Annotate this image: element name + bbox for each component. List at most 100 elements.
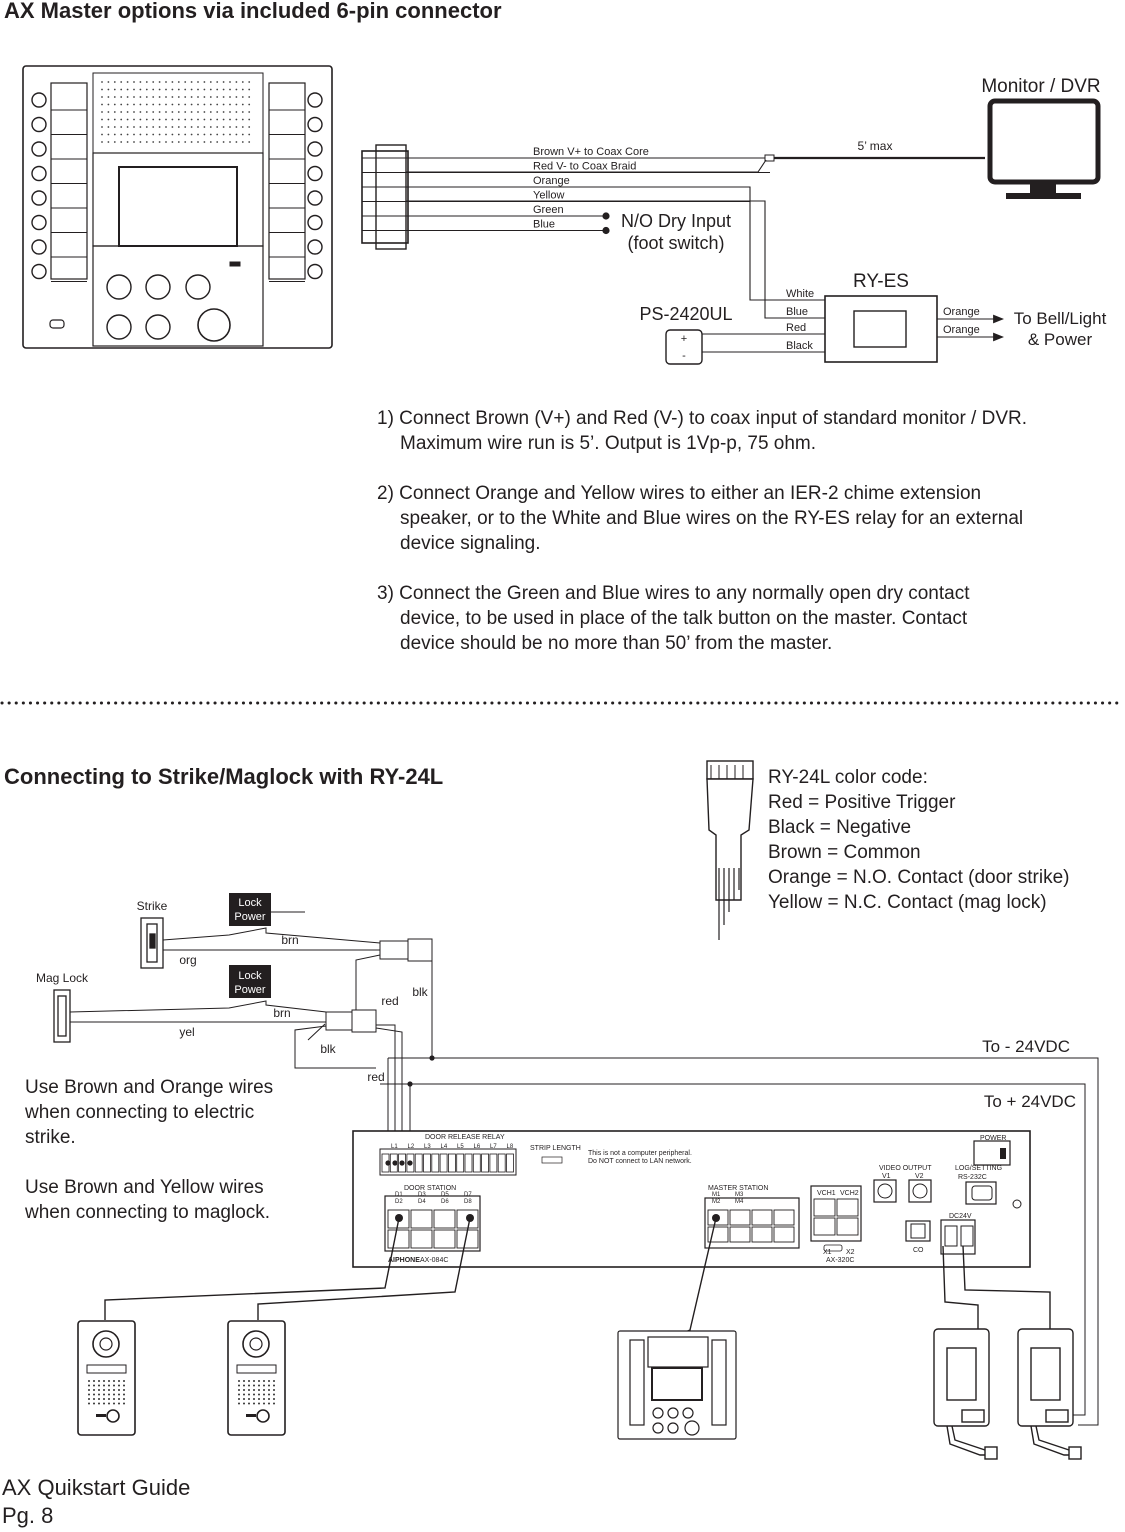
wire-label: Blue <box>533 219 555 231</box>
speaker-grille-dot <box>222 88 225 91</box>
speaker-grille-dot <box>243 1398 245 1400</box>
speaker-grille-dot <box>158 96 161 98</box>
speaker-grille-dot <box>241 118 244 121</box>
relay-terminal-label: L5 <box>457 1144 464 1150</box>
speaker-grille-dot <box>238 1384 240 1387</box>
speaker-grille-dot <box>241 126 244 128</box>
speaker-grille-dot <box>197 96 199 98</box>
speaker-grille-dot <box>101 133 103 136</box>
camera-lens-inner <box>249 1337 263 1351</box>
master-station-label: MASTER STATION <box>708 1185 768 1192</box>
master-station-port <box>773 1209 795 1226</box>
speaker-grille-dot <box>98 1402 100 1405</box>
relay-terminal <box>414 1153 423 1173</box>
speaker-grille-dot <box>145 103 148 106</box>
maglock-device <box>53 989 71 1043</box>
speaker-grille-dot <box>190 141 193 143</box>
speaker-grille-dot <box>184 96 187 98</box>
speaker-grille-dot <box>263 1384 265 1387</box>
speaker-grille-dot <box>263 1380 265 1382</box>
speaker-grille-dot <box>248 1389 250 1391</box>
speaker-grille-dot <box>241 96 244 98</box>
speaker-grille-dot <box>184 126 187 128</box>
co-port <box>910 1223 926 1239</box>
speaker-grille-dot <box>120 141 123 143</box>
speaker-grille-dot <box>88 1380 90 1382</box>
speaker-grille-dot <box>238 1389 240 1391</box>
speaker-grille-dot <box>113 126 116 128</box>
door-station-port <box>410 1209 433 1229</box>
speaker-grille-dot <box>241 81 244 83</box>
relay-terminal-label: L7 <box>490 1144 497 1150</box>
speaker-grille-dot <box>241 141 244 143</box>
speaker-grille-dot <box>113 1402 115 1405</box>
speaker-grille-dot <box>263 1398 265 1400</box>
speaker-grille-dot <box>139 133 142 136</box>
dc24v-terminal <box>960 1225 974 1247</box>
speaker-grille-dot <box>177 126 180 128</box>
call-indicator-icon <box>307 116 323 133</box>
speaker-grille-dot <box>88 1384 90 1387</box>
relay-terminal-label: L2 <box>408 1144 415 1150</box>
lock-power-1: Lock Power <box>229 893 271 926</box>
relay-input-label: Red <box>786 322 806 334</box>
speaker-grille-dot <box>133 118 135 121</box>
strip-length-guide <box>541 1156 563 1164</box>
speaker-grille-dot <box>145 111 148 113</box>
ry-24l-wire-tails <box>710 765 744 940</box>
speaker-grille-dot <box>113 1398 115 1400</box>
speaker-grille-dot <box>253 1380 255 1382</box>
speaker-grille-dot <box>123 1384 125 1387</box>
speaker-grille-dot <box>235 141 238 143</box>
wire-line <box>406 200 825 319</box>
instruction-3-line1: 3) Connect the Green and Blue wires to a… <box>377 583 970 604</box>
speaker-grille-dot <box>184 103 187 106</box>
speaker-grille-dot <box>184 81 187 83</box>
speaker-grille-dot <box>145 88 148 91</box>
speaker-grille-dot <box>101 103 103 106</box>
master-station-port <box>773 1226 795 1243</box>
wire-brn-2: brn <box>273 1006 290 1020</box>
speaker-grille-dot <box>273 1384 275 1387</box>
relay-output-label: Orange <box>943 324 980 336</box>
color-code-legend: RY-24L color code: Red = Positive Trigge… <box>768 765 1069 915</box>
speaker-grille-dot <box>190 96 193 98</box>
wire-line <box>406 159 767 173</box>
speaker-grille-dot <box>273 1389 275 1391</box>
wire-blk-2: blk <box>320 1042 336 1056</box>
speaker-grille-dot <box>268 1380 270 1382</box>
psu-plus: + <box>681 333 687 345</box>
power-label: POWER <box>980 1135 1006 1142</box>
speaker-grille-dot <box>158 126 161 128</box>
call-indicator-icon <box>31 263 47 280</box>
speaker-grille-dot <box>145 118 148 121</box>
call-indicator-icon <box>31 92 47 108</box>
speaker-grille-dot <box>248 81 251 83</box>
speaker-grille-dot <box>216 133 219 136</box>
speaker-grille-dot <box>197 126 199 128</box>
speaker-grille-dot <box>177 141 180 143</box>
speaker-grille-dot <box>103 1389 105 1391</box>
speaker-grille-dot <box>258 1380 260 1382</box>
speaker-grille-dot <box>113 111 116 113</box>
speaker-grille-dot <box>152 88 155 91</box>
usage-notes: Use Brown and Orange wires when connecti… <box>25 1075 273 1225</box>
speaker-grille-dot <box>107 96 110 98</box>
speaker-grille-dot <box>216 126 219 128</box>
speaker-grille-dot <box>209 88 212 91</box>
speaker-grille-dot <box>203 96 206 98</box>
speaker-grille-dot <box>93 1389 95 1391</box>
speaker-grille-dot <box>139 126 142 128</box>
speaker-grille-dot <box>268 1384 270 1387</box>
speaker-grille-dot <box>158 88 161 91</box>
speaker-grille-dot <box>229 118 231 121</box>
relay-input-label: White <box>786 288 814 300</box>
speaker-grille-dot <box>190 81 193 83</box>
speaker-grille-dot <box>113 103 116 106</box>
speaker-grille-dot <box>123 1393 125 1396</box>
wire-org: org <box>179 953 196 967</box>
speaker-grille-dot <box>171 141 174 143</box>
wire-label: Orange <box>533 175 570 187</box>
junction-dot <box>429 1055 435 1061</box>
speaker-grille-dot <box>171 111 174 113</box>
